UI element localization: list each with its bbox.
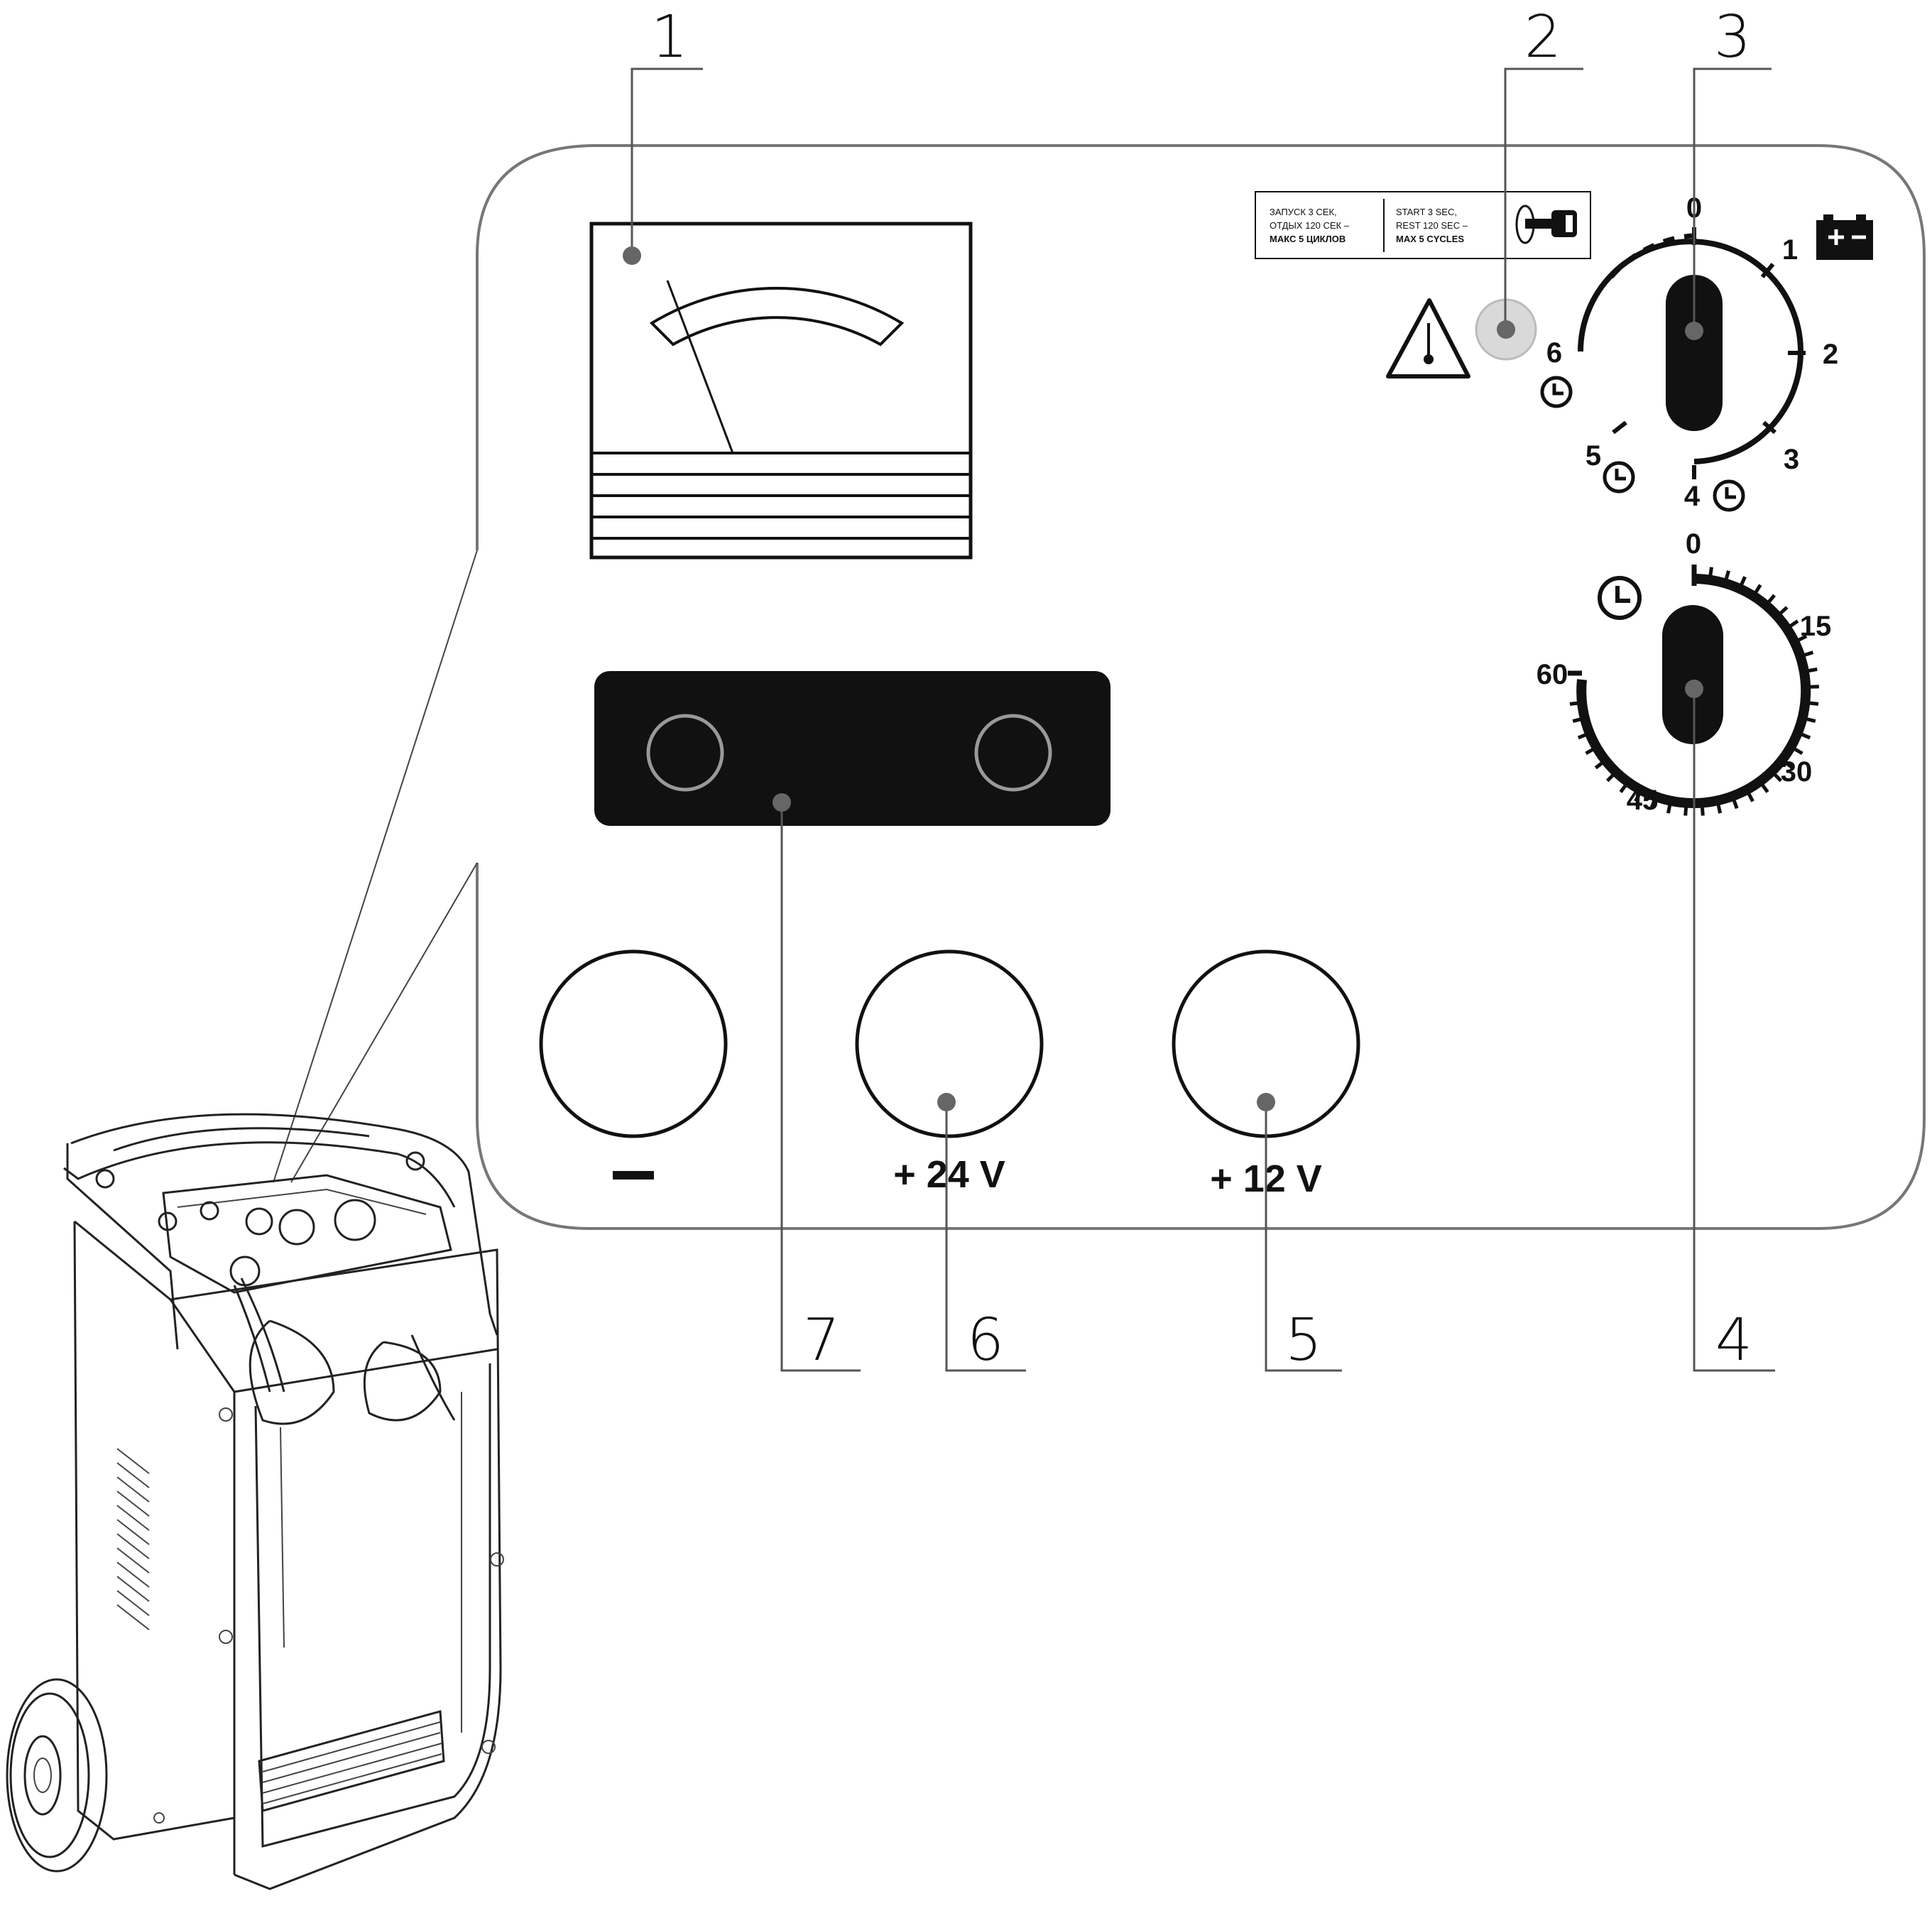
callout-1: 1 [623,4,703,265]
mode-dial-knob[interactable] [1666,275,1723,431]
terminal-minus[interactable] [539,949,728,1138]
callout-7: 7 [773,793,861,1374]
callout-number: 1 [651,4,688,71]
callout-number: 7 [803,1307,840,1374]
clock-icon [1598,576,1642,620]
key-ignition-icon [1515,205,1577,244]
sticker-en-line1: START 3 SEC, [1396,207,1457,217]
fuse-socket-right[interactable] [974,714,1052,792]
mode-label-1: 1 [1782,234,1798,266]
callout-2: 2 [1497,4,1583,339]
mode-label-4: 4 [1684,481,1701,512]
zoom-line-lower [290,862,478,1183]
callout-number: 5 [1285,1307,1322,1374]
ammeter [589,222,973,560]
callout-number: 4 [1715,1307,1752,1374]
fuse-holder-panel [594,671,1110,826]
sticker-ru-line1: ЗАПУСК 3 СЕК, [1270,207,1337,217]
warning-thermometer-icon [1386,298,1470,378]
terminal-plus-24v-label: + 24 V [893,1153,1005,1196]
zoom-line-upper [273,550,478,1183]
callout-5: 5 [1257,1093,1342,1374]
terminal-minus-sign [613,1171,654,1180]
callout-number: 2 [1524,4,1561,71]
sticker-ru-line3: МАКС 5 ЦИКЛОВ [1270,234,1346,244]
timer-label-0: 0 [1686,528,1701,560]
side-vent-slots [116,1448,150,1630]
callout-6: 6 [937,1093,1026,1374]
mode-label-2: 2 [1823,339,1838,370]
charger-unit-illustration [6,1113,504,1890]
timer-dial-knob[interactable] [1662,605,1723,744]
mode-dial-dashed-arc [1609,233,1693,279]
mode-label-5: 5 [1586,440,1601,472]
timer-label-30: 30 [1781,756,1813,788]
clock-icon [1713,479,1745,512]
wheel [6,1678,108,1873]
ammeter-base-lines [591,452,971,540]
timer-label-60: 60 [1537,659,1568,690]
callout-number: 3 [1714,4,1751,71]
callout-3: 3 [1685,4,1772,340]
mode-label-3: 3 [1784,444,1799,475]
battery-icon [1816,214,1873,260]
bottom-vent-grille [262,1721,442,1804]
timer-dial-minor-ticks [1569,567,1819,816]
clock-icon [1540,376,1573,408]
start-cycle-sticker: ЗАПУСК 3 СЕК, ОТДЫХ 120 СЕК – МАКС 5 ЦИК… [1255,191,1591,259]
timer-label-15: 15 [1800,611,1832,642]
callout-number: 6 [967,1307,1004,1374]
ammeter-needle [666,280,734,454]
callout-4: 4 [1685,680,1775,1374]
sticker-ru-line2: ОТДЫХ 120 СЕК – [1270,220,1350,231]
clock-icon [1603,461,1635,494]
terminal-plus-24v[interactable] [855,949,1044,1138]
mode-switch-dial[interactable]: 0 1 2 3 4 5 6 [1540,192,1838,512]
ammeter-scale-arc [649,286,905,347]
sticker-en-line2: REST 120 SEC – [1396,220,1468,231]
control-panel-outline [476,144,1926,1230]
timer-label-45: 45 [1627,785,1659,816]
timer-dial[interactable]: 0 15 30 45 60 [1537,528,1832,816]
mode-label-6: 6 [1546,337,1562,369]
sticker-en-line3: MAX 5 CYCLES [1396,234,1464,244]
fuse-socket-left[interactable] [646,714,724,792]
timer-dial-arc [1576,574,1811,808]
